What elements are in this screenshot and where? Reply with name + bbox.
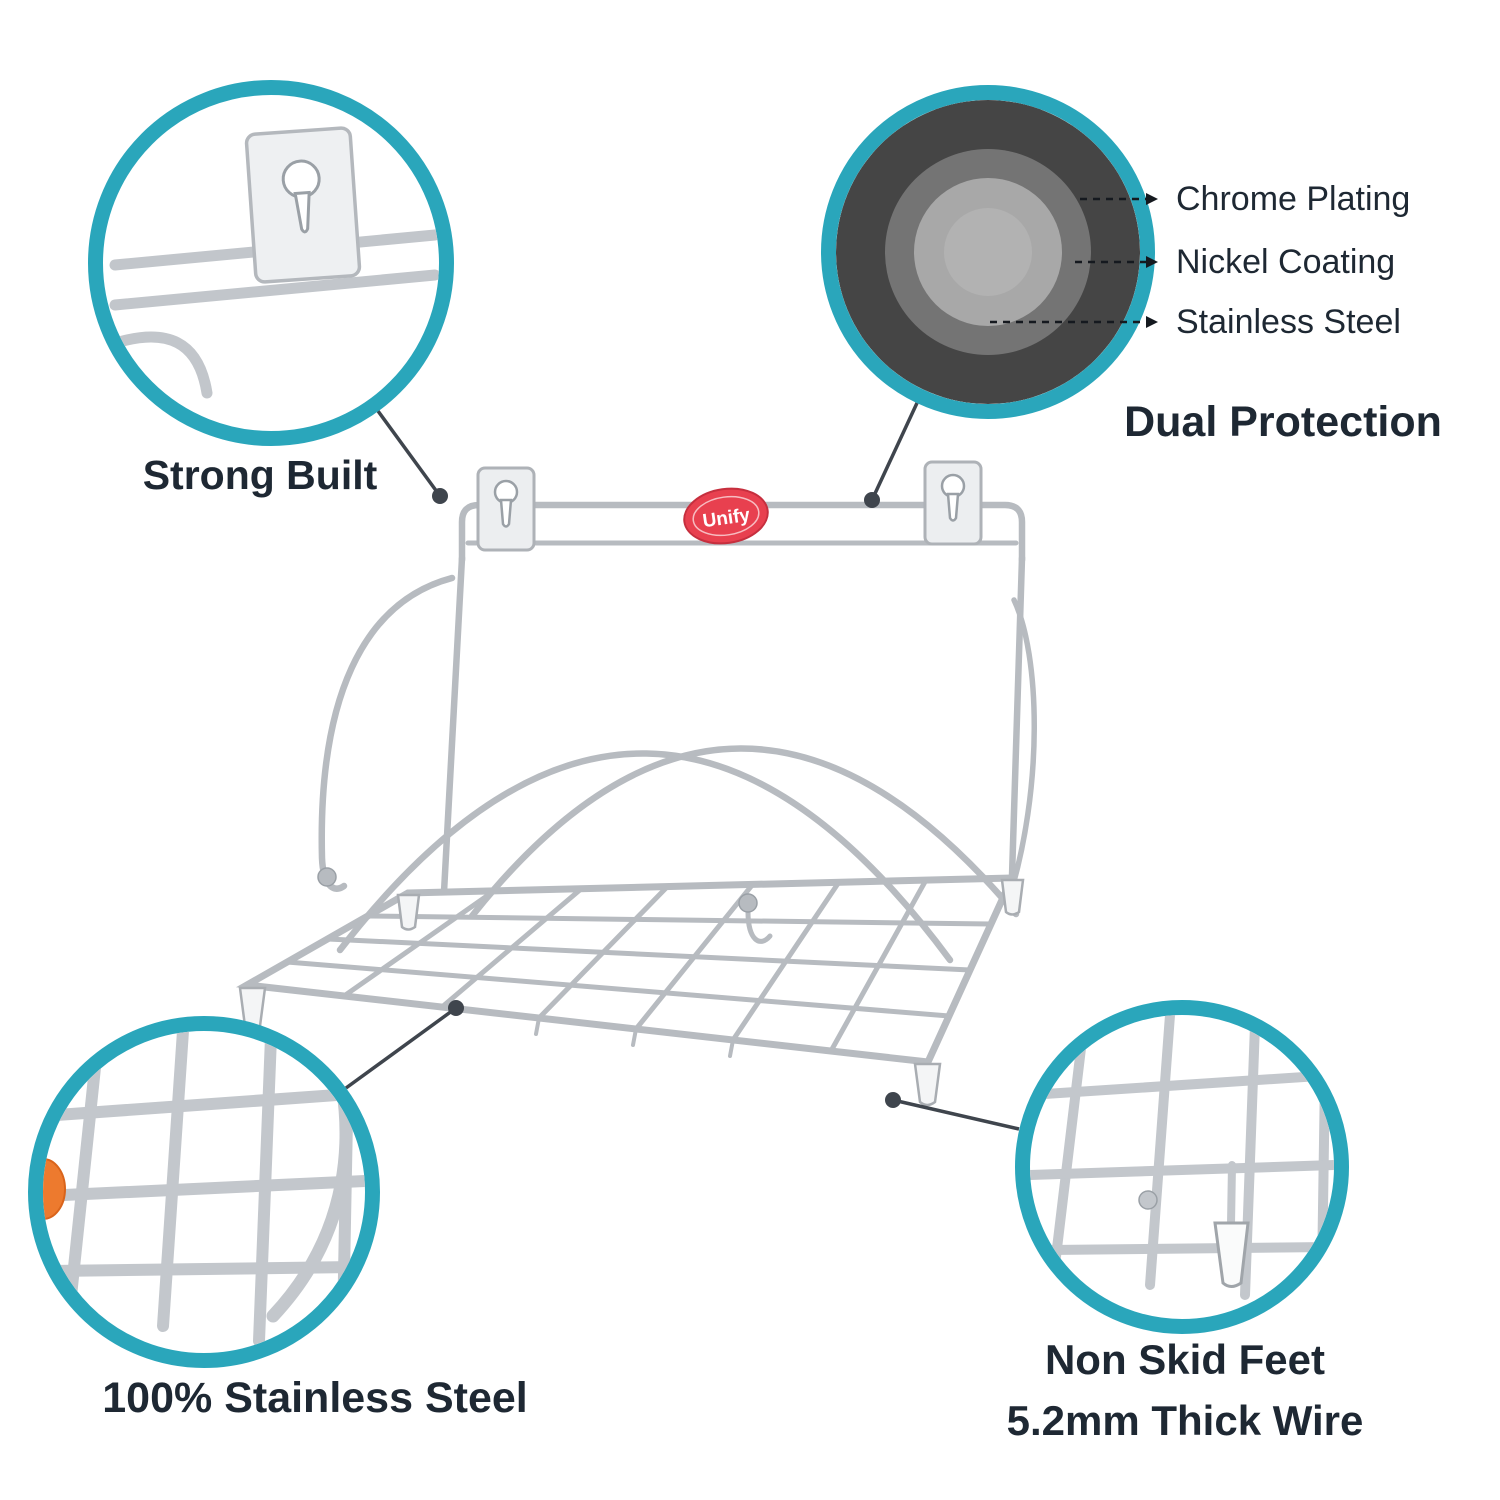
stainless-steel-layer-label: Stainless Steel bbox=[1176, 303, 1401, 341]
coating-layers-illustration bbox=[836, 100, 1140, 404]
bracket-detail-illustration bbox=[103, 126, 439, 399]
arrowhead-icon bbox=[1146, 316, 1158, 328]
chrome-plating-label: Chrome Plating bbox=[1176, 180, 1411, 218]
wire-ball-ends bbox=[317, 867, 758, 913]
rack-base-grid bbox=[235, 874, 1018, 1066]
non-skid-feet-line1: Non Skid Feet bbox=[1044, 1336, 1326, 1383]
dual-protection-title: Dual Protection bbox=[1124, 398, 1442, 446]
non-skid-feet-label: Non Skid Feet 5.2mm Thick Wire bbox=[950, 1330, 1420, 1452]
arrowhead-icon bbox=[1146, 256, 1158, 268]
callout-connector-lines bbox=[344, 402, 1020, 1131]
keyhole-icon bbox=[281, 159, 321, 234]
nickel-coating-label: Nickel Coating bbox=[1176, 243, 1396, 281]
non-skid-feet-line2: 5.2mm Thick Wire bbox=[1006, 1396, 1364, 1444]
brand-badge: Unify bbox=[683, 487, 769, 545]
foot-detail-illustration bbox=[1030, 1015, 1334, 1300]
arrowhead-icon bbox=[1146, 193, 1158, 205]
rack-feet bbox=[238, 878, 1025, 1107]
zoom-bubble-coating-layers bbox=[821, 85, 1155, 419]
rack-frame bbox=[318, 501, 1037, 964]
orange-foot-detail bbox=[43, 1158, 66, 1220]
stainless-steel-label: 100% Stainless Steel bbox=[102, 1374, 528, 1422]
grid-detail-illustration bbox=[43, 1031, 365, 1347]
non-skid-foot-shape bbox=[1213, 1221, 1250, 1288]
callout-connector-dots bbox=[432, 488, 901, 1108]
strong-built-label: Strong Built bbox=[142, 452, 378, 498]
keyhole-slots bbox=[493, 473, 966, 528]
